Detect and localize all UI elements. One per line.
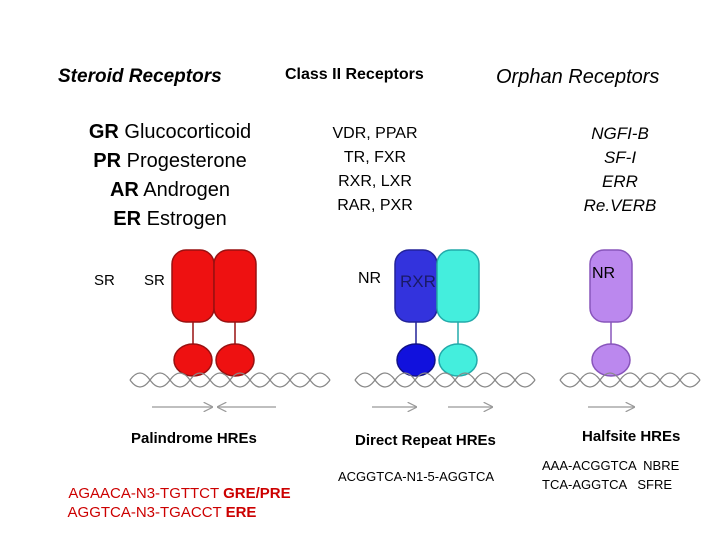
- nr-label-right: NR: [592, 265, 616, 282]
- dna-binding-domain: [396, 343, 436, 377]
- dna-helix-left: [129, 372, 331, 388]
- orphan-item: ERR: [602, 172, 638, 191]
- dna-binding-domain: [591, 343, 631, 377]
- direct-repeat-hre-label: Direct Repeat HREs: [355, 432, 496, 449]
- class2-item: VDR, PPAR: [332, 125, 418, 142]
- class2-header: Class II Receptors: [285, 66, 424, 84]
- steroid-item-ar: AR Androgen: [109, 179, 231, 201]
- class2-dimer: [394, 249, 480, 377]
- sr-label-left: SR: [94, 272, 115, 289]
- receptor-top-domain: [171, 249, 215, 323]
- dna-binding-domain: [438, 343, 478, 377]
- direct-repeat-sequence: ACGGTCA-N1-5-AGGTCA: [338, 469, 495, 484]
- ere-sequence: AGGTCA-N3-TGACCT ERE: [60, 487, 257, 521]
- orphan-list: NGFI-B SF-I ERR Re.VERB: [555, 122, 685, 218]
- orphan-monomer: [589, 249, 633, 377]
- gre-sequence: AGAACA-N3-TGTTCT GRE/PRE: [60, 468, 291, 502]
- nbre-sequence: AAA-ACGGTCA NBRE: [542, 458, 680, 473]
- dna-helix-right: [559, 372, 701, 388]
- orphan-item: NGFI-B: [591, 124, 649, 143]
- receptor-top-domain: [589, 249, 633, 323]
- steroid-list: GR Glucocorticoid PR Progesterone AR And…: [60, 118, 280, 234]
- rxr-label: RXR: [400, 272, 436, 291]
- dna-binding-domain: [215, 343, 255, 377]
- steroid-item-pr: PR Progesterone: [93, 150, 247, 172]
- steroid-dimer: [171, 249, 257, 377]
- class2-item: RXR, LXR: [338, 173, 412, 190]
- ere-tag: ERE: [225, 504, 257, 521]
- gre-tag: GRE/PRE: [223, 485, 291, 502]
- steroid-item-er: ER Estrogen: [113, 208, 227, 230]
- class2-item: RAR, PXR: [337, 197, 413, 214]
- orphan-item: SF-I: [603, 148, 637, 167]
- orphan-header: Orphan Receptors: [496, 66, 660, 88]
- dna-binding-domain: [173, 343, 213, 377]
- receptor-top-domain: [436, 249, 480, 323]
- halfsite-hre-label: Halfsite HREs: [582, 428, 681, 445]
- sfre-sequence: TCA-AGGTCA SFRE: [542, 477, 673, 492]
- receptor-top-domain: [213, 249, 257, 323]
- dna-helix-middle: [354, 372, 536, 388]
- steroid-header: Steroid Receptors: [58, 66, 222, 87]
- class2-header-text: Class II Receptors: [285, 66, 424, 83]
- gre-sequence-text: AGAACA-N3-TGTTCT: [68, 485, 224, 502]
- nr-label-middle: NR: [358, 270, 382, 287]
- class2-item: TR, FXR: [343, 149, 407, 166]
- orphan-item: Re.VERB: [583, 196, 657, 215]
- class2-list: VDR, PPAR TR, FXR RXR, LXR RAR, PXR: [300, 122, 450, 218]
- ere-sequence-text: AGGTCA-N3-TGACCT: [67, 504, 226, 521]
- sr-label-right: SR: [144, 272, 165, 289]
- steroid-item-gr: GR Glucocorticoid: [88, 121, 252, 143]
- palindrome-hre-label: Palindrome HREs: [131, 430, 257, 447]
